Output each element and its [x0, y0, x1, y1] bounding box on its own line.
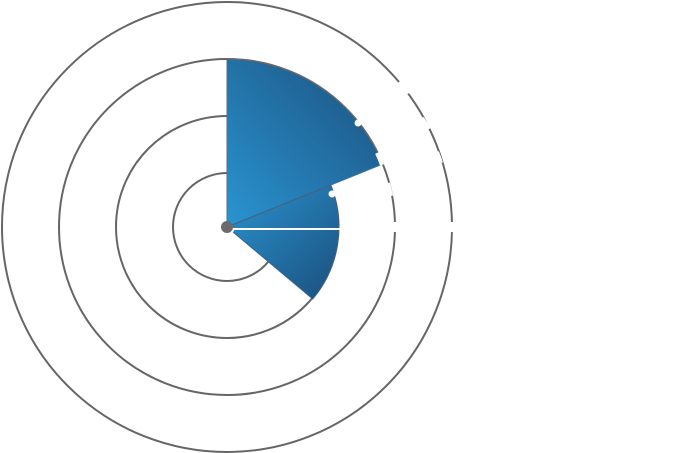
marker-dot-inner	[328, 190, 336, 198]
arc-tick-5	[386, 182, 393, 197]
arc-tick-2	[420, 116, 431, 131]
outer-sector	[226, 58, 384, 228]
arc-tick-3	[435, 151, 443, 164]
arc-tick-1	[397, 80, 411, 95]
marker-dot-outer	[354, 119, 362, 127]
arc-tick-4	[375, 152, 384, 166]
center-dot-icon	[221, 221, 233, 233]
arc-tick-marks	[375, 80, 454, 233]
